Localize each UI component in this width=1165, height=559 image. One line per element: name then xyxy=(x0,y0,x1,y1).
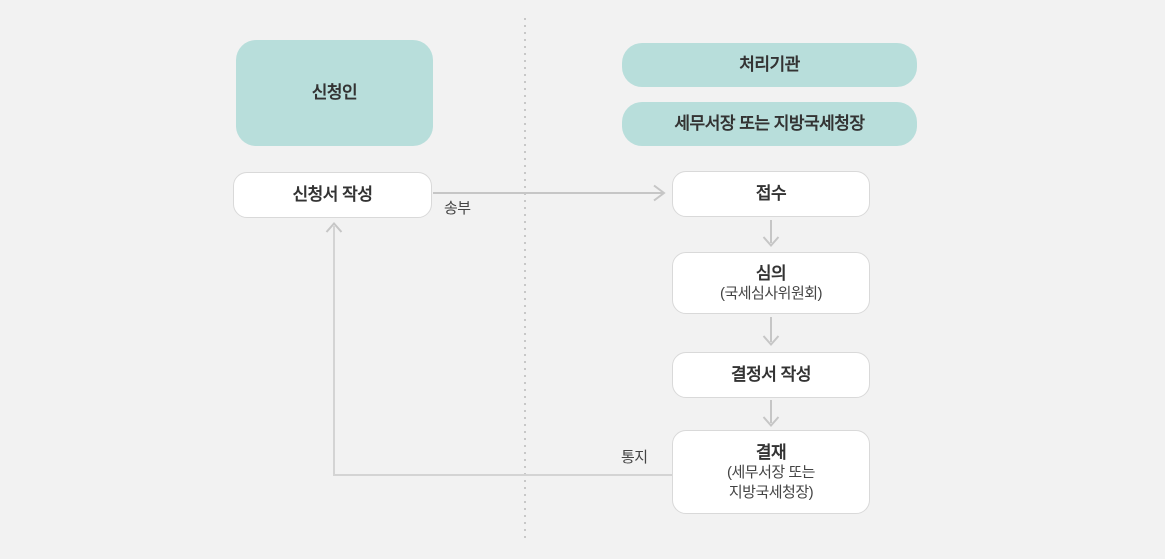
agency-subheader-label: 세무서장 또는 지방국세청장 xyxy=(674,114,865,134)
notify-edge-label: 통지 xyxy=(621,449,648,466)
step-deliberation-box: 심의 (국세심사위원회) xyxy=(672,252,870,314)
send-edge-label: 송부 xyxy=(444,200,471,217)
step-write-application-label: 신청서 작성 xyxy=(292,185,373,205)
down-arrow-3-head xyxy=(762,416,780,428)
down-arrow-1-head xyxy=(762,236,780,248)
agency-subheader-box: 세무서장 또는 지방국세청장 xyxy=(622,102,917,146)
applicant-header-box: 신청인 xyxy=(236,40,433,146)
step-approval-sublabel-line2: 지방국세청장) xyxy=(728,483,814,501)
step-deliberation-label: 심의 xyxy=(755,263,787,283)
notify-return-arrow-head xyxy=(325,221,343,233)
down-arrow-2-head xyxy=(762,335,780,347)
agency-header-label: 처리기관 xyxy=(739,55,800,75)
step-approval-sublabel-line1: (세무서장 또는 xyxy=(727,464,815,482)
step-decision-box: 결정서 작성 xyxy=(672,352,870,398)
step-approval-label: 결재 xyxy=(755,442,787,462)
step-approval-box: 결재 (세무서장 또는 지방국세청장) xyxy=(672,430,870,514)
send-arrow-head xyxy=(653,184,666,202)
agency-header-box: 처리기관 xyxy=(622,43,917,87)
step-receipt-label: 접수 xyxy=(755,184,787,204)
notify-return-line xyxy=(333,226,672,476)
step-receipt-box: 접수 xyxy=(672,171,870,217)
step-write-application-box: 신청서 작성 xyxy=(233,172,432,218)
step-deliberation-sublabel: (국세심사위원회) xyxy=(719,284,823,302)
step-decision-label: 결정서 작성 xyxy=(731,365,811,385)
applicant-header-label: 신청인 xyxy=(311,83,358,103)
